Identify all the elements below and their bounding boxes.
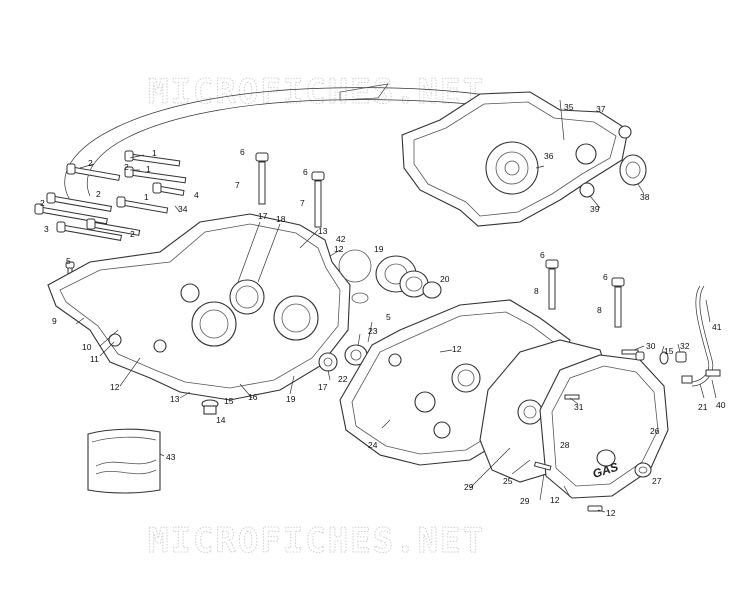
callout-1: 1 (152, 148, 157, 158)
callout-41: 42 (336, 234, 346, 244)
callout-13: 13 (318, 226, 328, 236)
bolt-2b (46, 192, 113, 212)
callout-15: 15 (664, 346, 674, 356)
bolt-4 (152, 182, 185, 197)
callout-9: 9 (52, 316, 57, 326)
callout-2: 2 (96, 189, 101, 199)
callout-labels: 1 1 2 2 2 2 2 1 4 3 34 5 5 6 6 6 6 7 7 8… (40, 102, 726, 518)
callout-12: 12 (550, 495, 560, 505)
callout-18: 18 (276, 214, 286, 224)
callout-42: 43 (166, 452, 176, 462)
left-crankcase-half (47, 213, 351, 401)
callout-4: 4 (194, 190, 199, 200)
stud-upper-left (255, 152, 269, 205)
callout-17: 17 (318, 382, 328, 392)
callout-27: 27 (652, 476, 662, 486)
callout-26: 26 (650, 426, 660, 436)
callout-37: 38 (640, 192, 650, 202)
callout-39: 40 (716, 400, 726, 410)
drain-plug (201, 399, 219, 415)
stud-right (611, 277, 625, 328)
gasket-kit (87, 428, 161, 494)
callout-35: 36 (544, 151, 554, 161)
callout-5: 5 (66, 256, 71, 266)
callout-23: 23 (368, 326, 378, 336)
callout-2: 2 (130, 229, 135, 239)
callout-29: 29 (520, 496, 530, 506)
bolt-2e (86, 218, 141, 236)
callout-32: 32 (680, 341, 690, 351)
callout-7: 7 (235, 180, 240, 190)
callout-2: 2 (40, 198, 45, 208)
callout-21: 21 (698, 402, 708, 412)
callout-40: 41 (712, 322, 722, 332)
stud-middle (545, 259, 559, 310)
studs (65, 152, 625, 328)
bolt-2a (66, 163, 121, 181)
callout-8: 8 (534, 286, 539, 296)
callout-15: 15 (224, 396, 234, 406)
callout-6: 6 (240, 147, 245, 157)
callout-29: 29 (464, 482, 474, 492)
callout-17: 17 (258, 211, 268, 221)
callout-1: 1 (144, 192, 149, 202)
center-seals (318, 249, 442, 372)
callout-10: 10 (82, 342, 92, 352)
cable (681, 285, 721, 387)
callout-3: 3 (44, 224, 49, 234)
callout-1: 1 (146, 164, 151, 174)
callout-11: 11 (90, 354, 99, 364)
bolt-2d (56, 221, 123, 241)
stud-upper-right (311, 171, 325, 228)
callout-12: 12 (110, 382, 120, 392)
crankcase-bolts (34, 150, 187, 241)
bolt-1b (124, 166, 187, 184)
watermark-top: MICROFICHES.NET (148, 72, 485, 112)
callout-14: 14 (216, 415, 226, 425)
callout-8: 8 (597, 305, 602, 315)
assembled-view (401, 91, 647, 227)
outer-cover: GAS (539, 354, 669, 499)
callout-25: 25 (503, 476, 513, 486)
watermark-bottom: MICROFICHES.NET (148, 521, 485, 561)
callout-20: 20 (440, 274, 450, 284)
callout-31: 31 (574, 402, 584, 412)
bolt-1c (116, 196, 169, 214)
callout-12: 12 (452, 344, 462, 354)
callout-28: 28 (560, 440, 570, 450)
callout-16: 16 (248, 392, 258, 402)
callout-7: 7 (300, 198, 305, 208)
callout-19: 19 (374, 244, 384, 254)
callout-33: 34 (178, 204, 188, 214)
callout-12: 12 (606, 508, 616, 518)
callout-13: 13 (170, 394, 180, 404)
small-bolts-right (533, 349, 687, 512)
callout-6: 6 (540, 250, 545, 260)
callout-2: 2 (88, 158, 93, 168)
callout-38: 39 (590, 204, 600, 214)
callout-2: 2 (124, 162, 129, 172)
bolt-1a (124, 150, 181, 167)
callout-6: 6 (603, 272, 608, 282)
callout-22: 22 (338, 374, 348, 384)
callout-12: 12 (334, 244, 344, 254)
leader-lines (75, 154, 717, 513)
callout-24: 24 (368, 440, 378, 450)
callout-6: 6 (303, 167, 308, 177)
callout-34: 35 (564, 102, 574, 112)
seal-27 (634, 462, 652, 478)
callout-5: 5 (386, 312, 391, 322)
callout-36: 37 (596, 104, 606, 114)
callout-30: 30 (646, 341, 656, 351)
callout-19: 19 (286, 394, 296, 404)
